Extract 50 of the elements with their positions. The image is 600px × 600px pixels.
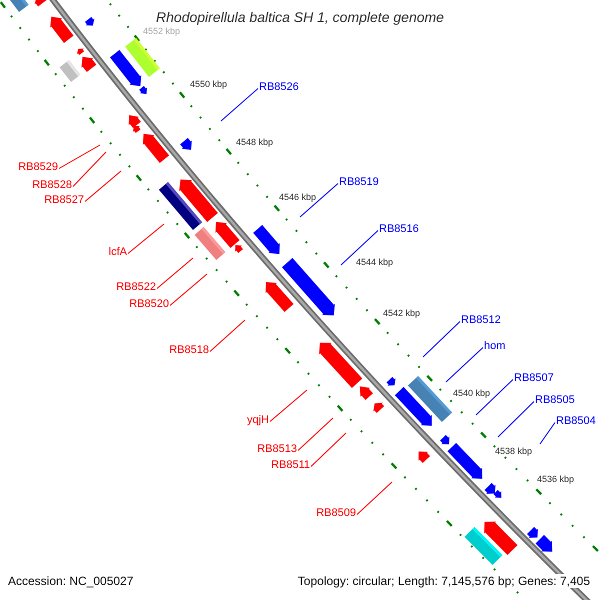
gene-label: RB8516 (379, 223, 419, 236)
scale-label: 4542 kbp (383, 308, 420, 318)
leader-line (270, 390, 308, 422)
gene-label: RB8507 (514, 372, 554, 385)
scale-label: 4536 kbp (537, 474, 574, 484)
leader-line (128, 224, 164, 254)
gene-label: RB8504 (556, 415, 596, 428)
footer-text: Topology: circular; Length: 7,145,576 bp; Genes: 7,405 (298, 574, 590, 588)
scale-label: 4538 kbp (495, 446, 532, 456)
scale-label: 4548 kbp (236, 137, 274, 147)
leader-line (210, 320, 246, 352)
gene-label: RB8522 (116, 281, 156, 294)
scale-label: 4552 kbp (143, 26, 180, 36)
gene-label: RB8528 (32, 179, 72, 192)
leader-line (446, 347, 484, 382)
leader-line (84, 170, 122, 202)
leader-line (170, 274, 208, 306)
leader-line (298, 418, 334, 451)
leader-line (356, 482, 392, 515)
gene-label: RB8526 (259, 81, 299, 94)
leader-line (422, 321, 460, 358)
scale-label: 4550 kbp (190, 79, 228, 89)
leader-line (310, 432, 346, 467)
gene-label: RB8518 (169, 344, 209, 357)
leader-line (220, 88, 258, 122)
scale-label: 4540 kbp (453, 388, 490, 398)
gene-label: hom (484, 340, 506, 353)
scale-label: 4544 kbp (356, 257, 394, 267)
gene-label: RB8512 (461, 314, 501, 327)
gene-label: RB8509 (316, 507, 356, 520)
gene-label: RB8505 (535, 394, 575, 407)
gene-label: lcfA (108, 246, 127, 259)
footer-text: Accession: NC_005027 (8, 574, 134, 588)
gene-label: RB8529 (18, 161, 58, 174)
leader-line (540, 422, 556, 444)
gene-label: RB8513 (257, 443, 297, 456)
leader-line (476, 379, 514, 416)
leader-line (156, 258, 194, 289)
leader-line (300, 183, 338, 218)
gene-label: RB8520 (129, 298, 169, 311)
leader-line (498, 401, 534, 438)
gene-label: RB8527 (44, 194, 84, 207)
chart-title: Rhodopirellula baltica SH 1, complete genome (156, 9, 444, 25)
leader-line (72, 152, 106, 187)
gene-label: yqjH (246, 414, 269, 427)
leader-line (340, 230, 378, 266)
gene-label: RB8519 (339, 176, 379, 189)
leader-line (58, 144, 100, 169)
gene-label: RB8511 (271, 459, 310, 472)
scale-label: 4546 kbp (279, 192, 316, 202)
